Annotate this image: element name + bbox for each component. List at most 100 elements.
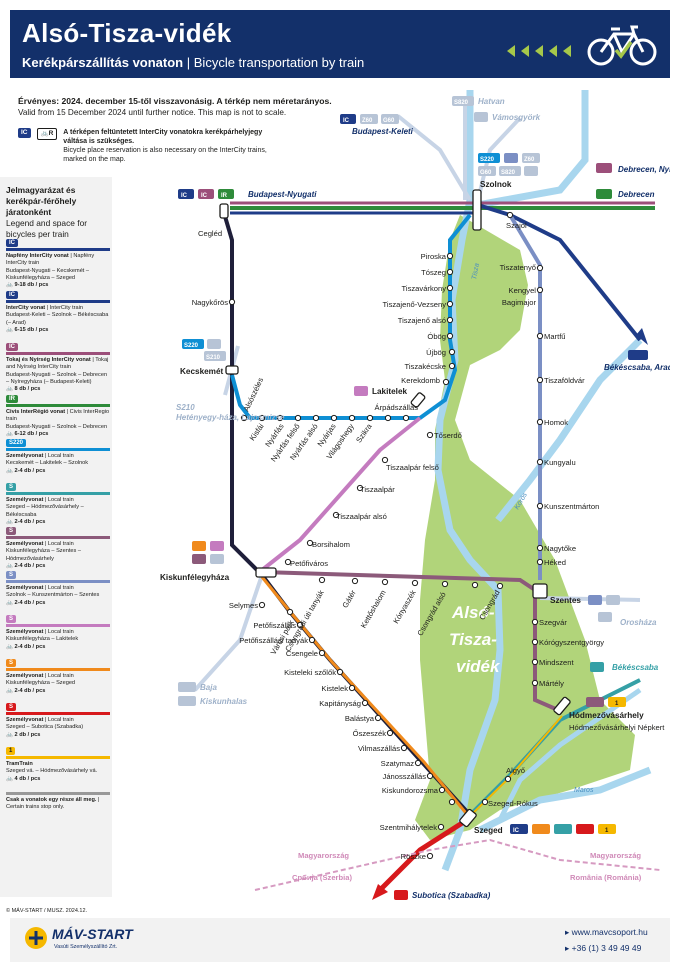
legend-item-route: Kecskemét – Lakitelek – Szolnok [6, 460, 89, 467]
border-hu-right: Magyarország [590, 851, 641, 860]
legend-item-name: Személyvonat [6, 673, 44, 680]
legend-badge-icon: IC [6, 239, 18, 247]
legend-badge-icon: S [6, 483, 17, 491]
legend-item-name: Személyvonat [6, 585, 44, 592]
badge-s210: S210 [206, 355, 221, 361]
svg-text:Z60: Z60 [524, 157, 535, 163]
station-label-tiszajeno-vezseny: Tiszajenő-Vezseny [383, 300, 447, 309]
station-label-szatymaz: Szatymaz [381, 759, 415, 768]
legend-item-spaces: 2-4 db / pcs [14, 562, 46, 569]
dest-subotica: Subotica (Szabadka) [412, 891, 491, 900]
badge-s-szentes-2 [606, 595, 620, 605]
bike-reservation-icon: 🚲R [36, 128, 58, 140]
dest-hetenyegyhaza: Hetényegy-háza, Lajosmizse [176, 413, 285, 422]
legend-title: Jelmagyarázat és kerékpár-férőhely járat… [6, 185, 110, 240]
station-label-heked: Héked [544, 558, 566, 567]
svg-text:S220: S220 [480, 157, 495, 163]
station-kiskunfelegyhaza: Kiskunfélegyháza [160, 573, 230, 582]
dest-nyugati-badges: IC IC IR [178, 189, 234, 199]
station-label-szegvar: Szegvár [539, 618, 567, 627]
legend-line-swatch [6, 248, 110, 252]
page-subtitle: Kerékpárszállítás vonaton | Bicycle tran… [22, 55, 364, 70]
legend-badge-icon: S220 [6, 439, 27, 447]
svg-text:IC: IC [343, 118, 350, 124]
phone-link[interactable]: ▸ +36 (1) 3 49 49 49 [565, 943, 642, 953]
station-label-kunszentmarton: Kunszentmárton [544, 502, 599, 511]
station-label-tiszaalpar-felso: Tiszaalpár felső [386, 463, 439, 472]
legend-line-swatch [6, 352, 110, 356]
border-rs: Србија (Szerbia) [292, 873, 352, 882]
line-z60-budapest-keleti [396, 114, 472, 202]
legend-item-route: Kiskunfélegyháza – Szeged [6, 680, 76, 687]
legend-line-swatch [6, 712, 110, 716]
legend-item-spaces: 6-12 db / pcs [14, 430, 49, 437]
bicycle-icon [587, 25, 657, 66]
station-label-roszke: Röszke [401, 852, 426, 861]
dest-bekescsaba-arad: Békéscsaba, Arad [604, 363, 670, 372]
subtitle-hu: Kerékpárszállítás vonaton [22, 55, 184, 70]
legend-item-name: Személyvonat [6, 497, 44, 504]
line-ic-bekescsaba [477, 203, 642, 342]
station-label-gater: Gátér [340, 588, 358, 609]
legend-line-swatch [6, 448, 110, 452]
station-szeged: Szeged [474, 826, 503, 835]
legend-item-route: Budapest-Nyugati – Kecskemét – Kiskunfél… [6, 267, 90, 281]
dest-budapest-nyugati: Budapest-Nyugati [248, 190, 317, 199]
validity-en: Valid from 15 December 2024 until furthe… [18, 108, 287, 117]
legend-item-name-en: Napfény InterCity train [6, 253, 95, 267]
river-label-tisza: Tisza [471, 263, 481, 281]
station-label-toserdo: Tőserdő [434, 431, 462, 440]
svg-text:IC: IC [201, 193, 208, 199]
legend-item-name: Személyvonat [6, 453, 44, 460]
badge-s-szentes-1 [588, 595, 602, 605]
dest-debrecen-nyh: Debrecen, Nyíregyháza [618, 165, 670, 174]
legend-item-name: Csak a vonatok egy része áll meg. [6, 797, 97, 803]
svg-text:G60: G60 [480, 170, 492, 176]
validity-hu: Érvényes: 2024. december 15-től visszavo… [18, 96, 332, 106]
page-title: Alsó-Tisza-vidék [22, 18, 232, 48]
legend-line-swatch [6, 668, 110, 672]
station-label-ujbog: Újbög [426, 348, 446, 357]
line-pink [260, 416, 422, 572]
legend-item-name-en: Tokaj and Nyírség InterCity train [6, 357, 109, 371]
hmv-badges: 1 [586, 697, 626, 707]
badge-s-kiskunhalas [178, 696, 196, 706]
station-label-janosszallas: Jánosszállás [383, 772, 427, 781]
river-tisza [434, 90, 504, 872]
szeged-badges: IC 1 [510, 824, 616, 834]
station-label-petofiszallasi-tanyak: Petőfiszállási tanyák [239, 636, 308, 645]
legend-item-spaces: 2-4 db / pcs [14, 518, 46, 525]
station-label-tiszatenyo: Tiszatenyő [500, 263, 536, 272]
station-label-borsihalom: Borsihalom [312, 540, 350, 549]
station-label-arpadszallas: Árpádszállás [375, 403, 419, 412]
station-label-obog: Óbög [427, 332, 446, 341]
border-line [254, 838, 661, 891]
station-label-csengele: Csengele [286, 649, 318, 658]
legend-item-route: Szeged – Hódmezővásárhely – Békéscsaba [6, 504, 84, 518]
legend-item-route: Budapest-Nyugati – Szolnok – Debrecen – … [6, 371, 108, 385]
legend-item-name-en: Local train [47, 717, 74, 724]
station-hodmezovasarhely: Hódmezővásárhely [569, 711, 644, 720]
region-area [415, 215, 635, 840]
subtitle-separator: | [186, 55, 191, 70]
subtitle-en: Bicycle transportation by train [193, 55, 365, 70]
station-label-szikra: Szikra [354, 421, 374, 444]
legend-title-en: Legend and space for bicycles per train [6, 218, 88, 239]
legend-line-swatch [6, 404, 110, 408]
badge-s-vamosgyork [474, 112, 488, 122]
legend-badge-icon: S [6, 571, 17, 579]
badge-s-bekescsaba [590, 662, 604, 672]
stop-dots [228, 211, 544, 860]
station-label-szajol: Szajol [506, 221, 527, 230]
station-label-szeged-rokus: Szeged-Rókus [488, 799, 538, 808]
station-label-mindszent: Mindszent [539, 658, 574, 667]
website-link[interactable]: ▸ www.mavcsoport.hu [565, 927, 648, 937]
badge-z60: Z60 [362, 118, 373, 124]
legend-item-name: Napfény InterCity vonat [6, 253, 69, 260]
footer-bar: MÁV-START Vasúti Személyszállító Zrt. ▸ … [10, 918, 670, 962]
line-baja [193, 574, 264, 692]
